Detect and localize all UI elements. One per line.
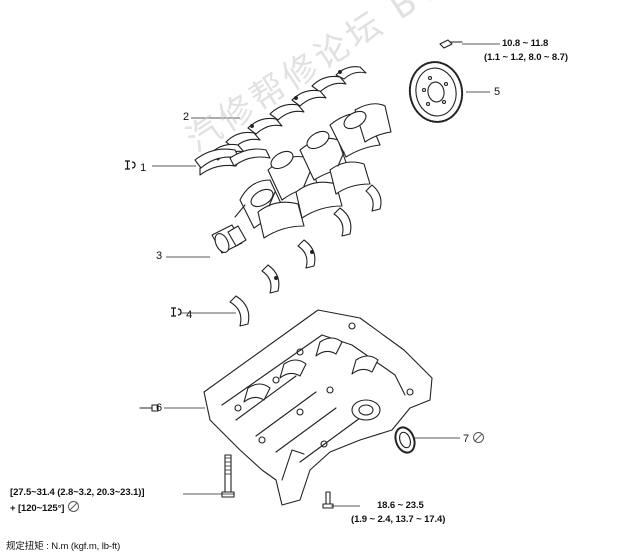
callout-5: 5	[494, 86, 501, 98]
callout-6: 6	[156, 402, 163, 414]
callout-1: 1	[124, 159, 146, 174]
lower-bolt-torque: 18.6 ~ 23.5	[377, 500, 424, 511]
flywheel-bolt-torque-secondary: (1.1 ~ 1.2, 8.0 ~ 8.7)	[484, 52, 568, 63]
unit-note: 规定扭矩 : N.m (kgf.m, lb-ft)	[6, 541, 121, 552]
flywheel-bolt-torque: 10.8 ~ 11.8	[502, 38, 549, 49]
flywheel-bolt	[439, 39, 463, 49]
main-bolt-torque: [27.5~31.4 (2.8~3.2, 20.3~23.1)]	[10, 487, 145, 498]
thrust-bearing	[194, 148, 271, 176]
no-reuse-icon	[473, 432, 485, 443]
bedplate-ladder-frame	[203, 309, 433, 506]
callout-3: 3	[156, 250, 163, 262]
no-reuse-icon	[68, 501, 80, 512]
upper-bearing-shells	[209, 66, 367, 161]
flywheel-drive-plate	[408, 61, 464, 123]
frame-bolt-6	[139, 404, 159, 412]
callout-4: 4	[170, 306, 192, 321]
o-ring-seal	[394, 426, 416, 454]
lower-bearing-shells	[229, 184, 382, 327]
lower-bolt-torque-secondary: (1.9 ~ 2.4, 13.7 ~ 17.4)	[351, 514, 446, 525]
main-cap-bolt	[221, 454, 235, 498]
leader-lines	[152, 43, 500, 507]
bearing-select-icon	[124, 159, 137, 174]
callout-7: 7	[463, 432, 485, 445]
bearing-select-icon	[170, 306, 183, 321]
callout-2: 2	[183, 111, 190, 123]
crankshaft	[211, 103, 392, 254]
main-bolt-angle: + [120~125°]	[10, 501, 80, 515]
